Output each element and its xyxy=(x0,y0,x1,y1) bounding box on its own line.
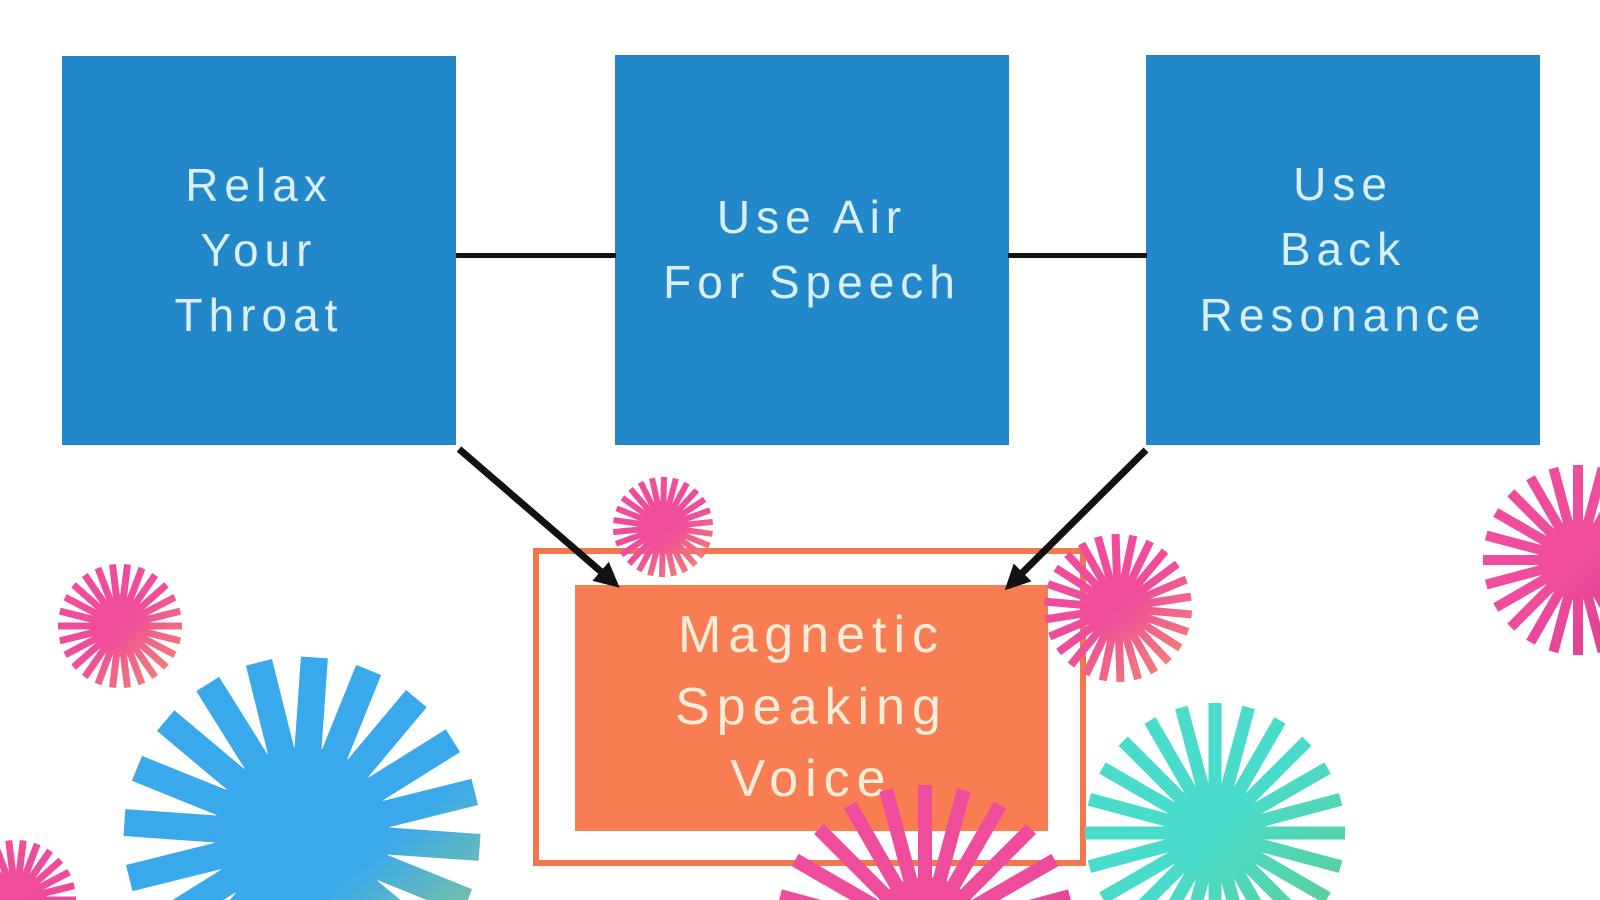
node-label-line: Relax xyxy=(185,158,333,211)
node-label-line: Use Air xyxy=(716,190,908,243)
starburst-pink-left xyxy=(58,564,182,688)
starburst-teal-bottom-right xyxy=(1085,703,1345,900)
node-label-line: Voice xyxy=(730,749,893,808)
node-use-back-resonance: Use Back Resonance xyxy=(1146,55,1540,445)
node-label-line: Resonance xyxy=(1199,288,1487,341)
starburst-pink-corner xyxy=(0,840,76,900)
node-label-line: Back xyxy=(1279,223,1407,276)
connector-air-to-resonance xyxy=(1008,253,1147,258)
connector-relax-to-air xyxy=(456,253,616,258)
starburst-blue-large xyxy=(123,656,481,900)
node-magnetic-speaking-voice: Magnetic Speaking Voice xyxy=(575,585,1048,831)
node-label-line: Magnetic xyxy=(678,606,945,665)
node-label-line: For Speech xyxy=(663,256,961,308)
node-use-air-for-speech: Use Air For Speech xyxy=(615,55,1009,445)
node-label-line: Speaking xyxy=(675,678,948,737)
node-label-line: Throat xyxy=(174,289,344,342)
node-label-line: Your xyxy=(200,223,318,276)
node-relax-your-throat: Relax Your Throat xyxy=(62,56,456,445)
node-label-line: Use xyxy=(1293,158,1393,211)
starburst-pink-right-edge xyxy=(1483,465,1600,655)
